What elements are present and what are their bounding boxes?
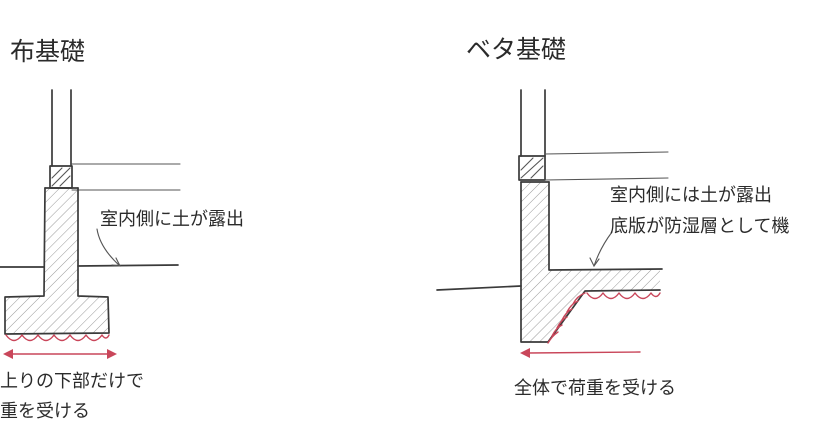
mat-foundation-panel: ベタ基礎 室内側には土が露出 底版が防湿層として機 <box>436 35 789 399</box>
mat-note-line2: 底版が防湿層として機 <box>610 216 789 237</box>
leader-arrowhead <box>111 257 121 267</box>
strip-foundation-panel: 布基礎 室内側に土が露出 <box>0 37 244 422</box>
mat-pressure-scallops <box>547 292 661 344</box>
strip-foundation-title: 布基礎 <box>10 37 85 66</box>
mat-foundation-title: ベタ基礎 <box>466 35 566 64</box>
wall-post <box>51 89 72 167</box>
wall-post-right <box>520 89 546 157</box>
mat-caption: 全体で荷重を受ける <box>514 378 676 399</box>
leader-arrowhead-right <box>589 257 600 268</box>
strip-foundation-body <box>4 187 110 335</box>
leader-line-right <box>593 231 613 267</box>
strip-caption-line2: 重を受ける <box>0 401 90 422</box>
mat-load-arrow <box>520 348 641 358</box>
ground-line <box>0 264 179 268</box>
strip-caption-line1: 上りの下部だけで <box>0 371 144 392</box>
floor-lines-right <box>544 151 669 181</box>
sill-plate-right <box>518 155 546 181</box>
ground-line-right <box>436 285 522 291</box>
pressure-scallops <box>5 334 110 342</box>
leader-line <box>96 228 121 267</box>
sill-plate <box>49 165 73 189</box>
floor-lines <box>71 163 181 191</box>
load-span-arrow <box>3 349 117 359</box>
mat-note-line1: 室内側には土が露出 <box>610 185 772 206</box>
strip-note: 室内側に土が露出 <box>100 209 244 230</box>
